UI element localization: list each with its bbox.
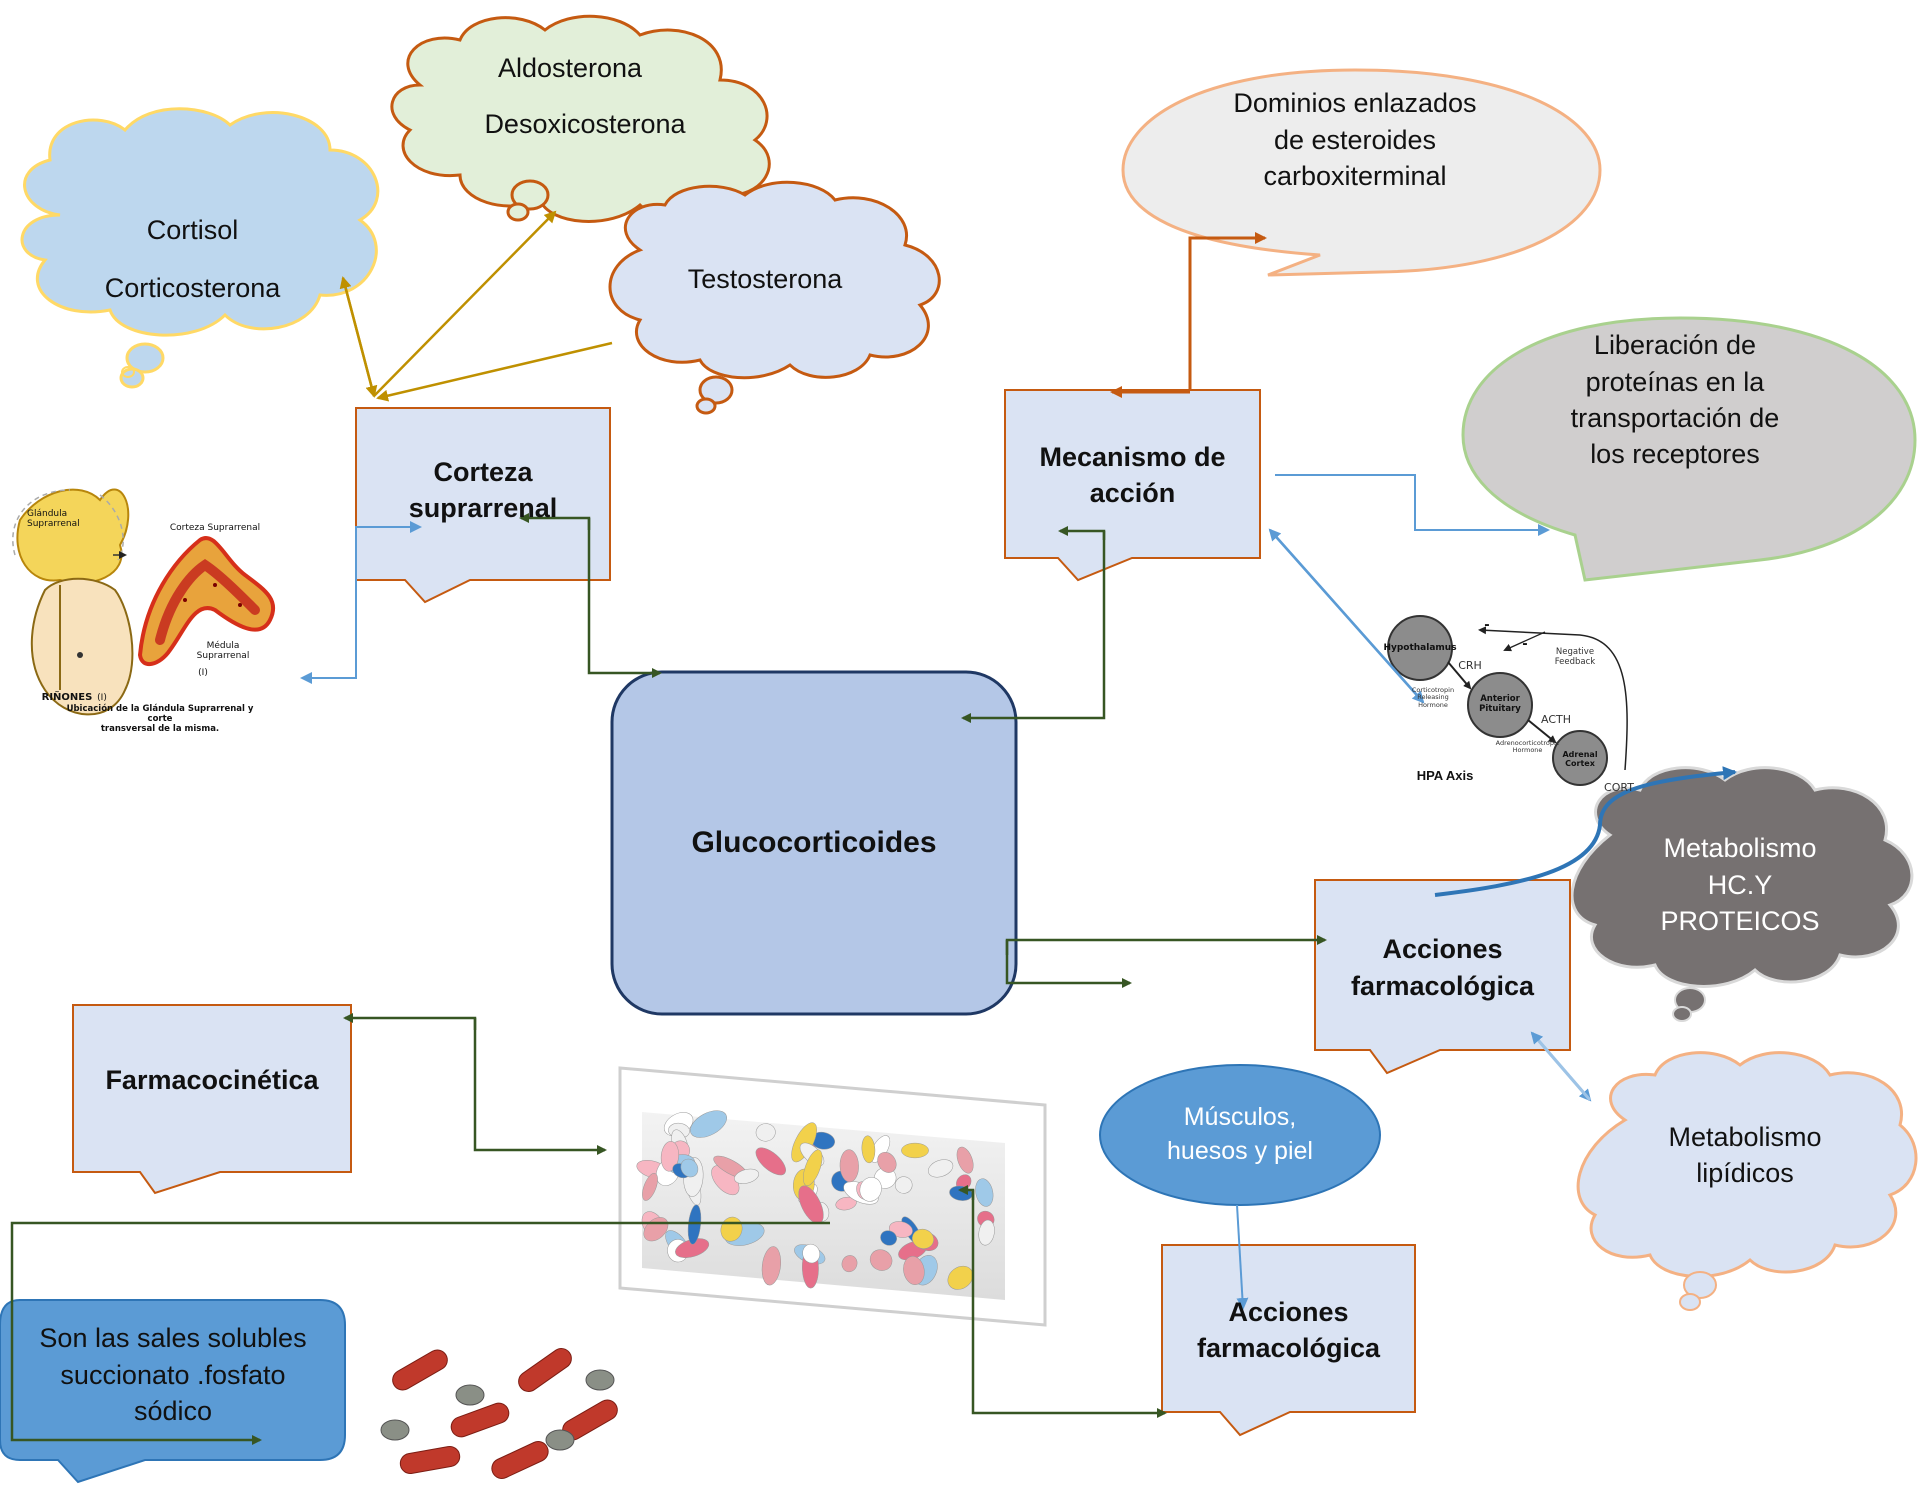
pills-image (618, 1066, 1047, 1327)
pill-shape (680, 1158, 699, 1178)
adrenal-num-2: (I) (198, 667, 208, 678)
adrenal-gland-image (12, 488, 276, 716)
liberacion-label: Liberación de proteínas en la transporta… (1570, 330, 1780, 470)
hpa-acth-full-label: Adrenocorticotropic Hormone (1495, 738, 1560, 754)
ellipse-musculos (1099, 1064, 1381, 1206)
aldosterona-label: Aldosterona (497, 52, 643, 83)
pill-shape (903, 1256, 925, 1285)
adrenal-num-1: (I) (97, 692, 107, 703)
cloud-metabolismo-lipidicos (1576, 1051, 1918, 1311)
hpa-acth-label: ACTH (1540, 712, 1571, 726)
corticosterona-label: Corticosterona (104, 272, 281, 303)
corteza-label: Corteza suprarrenal (408, 456, 558, 523)
box-acciones-2 (1161, 1244, 1416, 1437)
hpa-axis-figure (1387, 615, 1628, 786)
tablet-shape (455, 1384, 485, 1406)
pill-shape (928, 1159, 954, 1178)
pill-shape (761, 1246, 781, 1286)
hpa-hypothalamus-label: Hypothalamus (1383, 642, 1457, 653)
box-farmacocinetica (72, 1004, 352, 1195)
pill-shape (734, 1168, 760, 1184)
connectors (10, 210, 1737, 1445)
cloud-metabolismo-hc (1570, 766, 1914, 1022)
sales-label: Son las sales solubles succionato .fosfa… (39, 1323, 307, 1427)
pill-shape (877, 1151, 897, 1173)
capsule-shape (450, 1402, 510, 1438)
hpa-title: HPA Axis (1416, 768, 1474, 784)
dominios-label: Dominios enlazados de esteroides carboxi… (1233, 88, 1477, 192)
pill-shape (912, 1228, 934, 1249)
metabolismo-hc-label: Metabolismo HC.Y PROTEICOS (1660, 833, 1820, 937)
cloud-aldosterona (390, 14, 771, 223)
pill-shape (835, 1196, 857, 1211)
acciones-label-2: Acciones farmacológica (1196, 1296, 1381, 1363)
box-glucocorticoides (610, 670, 1018, 1016)
pill-shape (889, 1221, 913, 1238)
box-acciones-1 (1314, 879, 1571, 1075)
pill-shape (841, 1255, 858, 1273)
pill-shape (755, 1147, 786, 1176)
hpa-adrenal-node (1552, 730, 1608, 786)
tablet-shape (380, 1419, 410, 1441)
hpa-cort-label: CORT (1604, 780, 1634, 794)
farmacocinetica-label: Farmacocinética (105, 1064, 319, 1095)
capsule-shape (491, 1441, 549, 1479)
testosterona-label: Testosterona (687, 263, 843, 294)
hpa-minus-2: - (1522, 637, 1528, 653)
glucocorticoides-label: Glucocorticoides (691, 825, 937, 859)
adrenal-medula-label: Médula Suprarrenal (196, 640, 250, 661)
pill-shape (947, 1265, 974, 1290)
capsule-shape (518, 1348, 572, 1392)
cortisol-label: Cortisol (146, 214, 239, 245)
speech-liberacion (1461, 316, 1917, 582)
tablet-shape (545, 1429, 575, 1451)
hpa-feedback-label: Negative Feedback (1554, 647, 1596, 667)
pill-shape (861, 1135, 876, 1164)
pill-shape (690, 1110, 727, 1138)
acciones-label-1: Acciones farmacológica (1350, 934, 1535, 1001)
red-capsules-image (368, 1305, 618, 1490)
hpa-crh-label: CRH (1458, 658, 1482, 672)
adrenal-corteza-label: Corteza Suprarrenal (169, 522, 261, 533)
pill-shape (880, 1230, 897, 1246)
cloud-testosterona (608, 180, 941, 415)
tablet-shape (585, 1369, 615, 1391)
capsule-shape (392, 1349, 448, 1391)
hpa-crh-full-label: Corticotropin Releasing Hormone (1411, 685, 1455, 709)
hpa-minus-1: - (1484, 618, 1490, 634)
pill-shape (642, 1173, 658, 1201)
box-corteza (355, 407, 611, 604)
pill-shape (978, 1219, 995, 1246)
pill-shape (660, 1141, 679, 1172)
musculos-label: Músculos, huesos y piel (1167, 1103, 1313, 1165)
desoxicosterona-label: Desoxicosterona (484, 108, 686, 139)
pill-shape (975, 1178, 994, 1207)
pill-shape (803, 1149, 823, 1186)
pill-shape (894, 1176, 913, 1194)
adrenal-glandula-label: Glándula Suprarrenal (27, 508, 80, 529)
pill-shape (869, 1249, 893, 1271)
hpa-hypothalamus-node (1387, 615, 1453, 681)
hpa-pituitary-node (1467, 672, 1533, 738)
pill-shape (839, 1149, 859, 1183)
hpa-pituitary-label: Anterior Pituitary (1479, 694, 1521, 714)
mecanismo-label: Mecanismo de acción (1039, 441, 1226, 508)
speech-dominios (1121, 68, 1602, 277)
adrenal-caption: Ubicación de la Glándula Suprarrenal y c… (66, 703, 254, 735)
pill-shape (802, 1243, 821, 1264)
pill-shape (901, 1142, 929, 1159)
pill-shape (755, 1123, 776, 1142)
adrenal-rinones-label: RIÑONES (41, 692, 93, 704)
pill-shape (956, 1146, 974, 1174)
metabolismo-lipidicos-label: Metabolismo lipídicos (1668, 1121, 1822, 1188)
pill-shape (859, 1176, 882, 1202)
capsule-shape (399, 1446, 461, 1474)
cloud-cortisol (20, 107, 380, 389)
hpa-adrenal-label: Adrenal Cortex (1562, 749, 1598, 768)
